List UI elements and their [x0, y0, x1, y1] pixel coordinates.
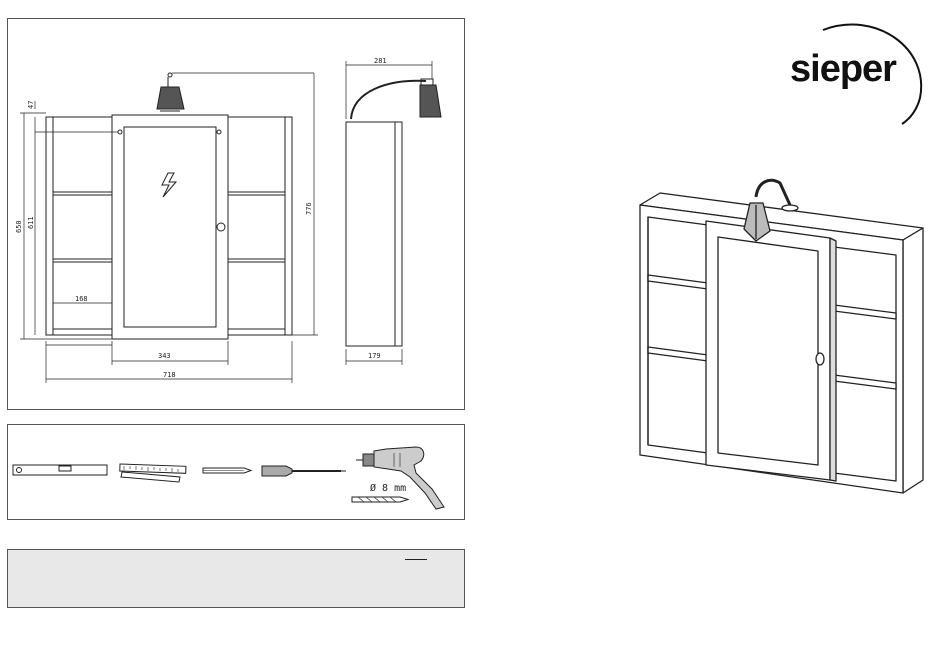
dim-total-height: 776 [305, 202, 313, 215]
cabinet-3d-drawing [630, 175, 930, 505]
spirit-level-icon [13, 465, 107, 475]
tools-panel: Ø 8 mm [7, 424, 465, 520]
dim-inner-height: 611 [27, 216, 35, 229]
tools-illustration: Ø 8 mm [8, 425, 466, 521]
door-front [112, 115, 228, 339]
drill-bit-label: Ø 8 mm [370, 482, 406, 494]
dim-shelf-width: 168 [75, 295, 88, 303]
dim-top-offset: 47 [27, 101, 35, 109]
dimension-drawing: 343 718 168 281 179 650 611 47 776 [8, 19, 466, 411]
brand-name: sieper [790, 48, 896, 91]
note-underline-mark [405, 559, 427, 560]
brand-logo: sieper [780, 18, 930, 128]
cabinet-side-outline [346, 122, 402, 346]
dim-depth: 179 [368, 352, 381, 360]
folding-ruler-icon [120, 464, 186, 482]
dim-lamp-reach: 281 [374, 57, 387, 65]
dim-body-height: 650 [15, 220, 23, 233]
lamp-front [157, 87, 184, 109]
lamp-arm-side [351, 81, 426, 119]
cabinet-perspective-illustration [630, 175, 930, 505]
pencil-icon [203, 468, 251, 473]
dimension-drawing-panel: 343 718 168 281 179 650 611 47 776 [7, 18, 465, 410]
dim-total-width: 718 [163, 371, 176, 379]
note-panel [7, 549, 465, 608]
drill-bit-icon [352, 497, 408, 502]
screwdriver-icon [262, 466, 346, 476]
dim-door-width: 343 [158, 352, 171, 360]
lamp-side [420, 85, 441, 117]
